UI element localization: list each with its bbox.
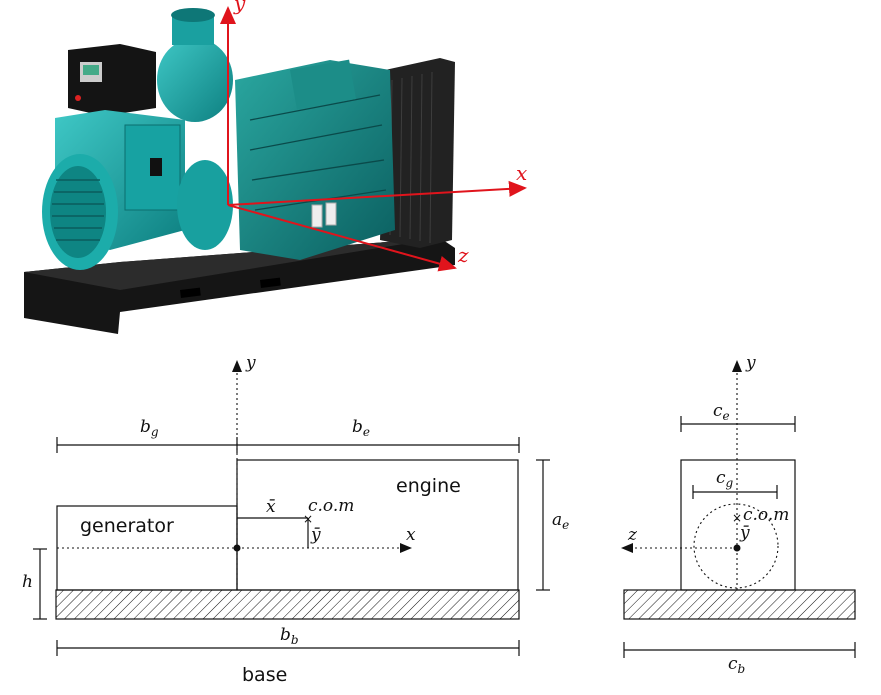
photo-y-label: y <box>233 0 246 15</box>
photo-radiator <box>380 58 455 248</box>
end-y-label: y <box>745 353 756 373</box>
end-base-hatch <box>623 589 856 620</box>
photo-air-filter <box>157 38 233 122</box>
side-base-hatch <box>55 589 520 620</box>
photo-z-label: z <box>457 243 469 267</box>
photo-z-axis <box>227 204 457 272</box>
side-x-label: x <box>406 525 416 545</box>
end-origin-dot <box>733 544 741 552</box>
side-ybar-label: ȳ <box>310 525 321 545</box>
photo-engine <box>235 60 395 260</box>
base-label: base <box>242 664 287 686</box>
engine-label: engine <box>396 475 461 497</box>
end-com-marker: × <box>732 511 742 525</box>
generator-label: generator <box>80 515 174 537</box>
end-ybar-label: ȳ <box>739 523 750 543</box>
engine-box <box>236 459 519 591</box>
photo-x-label: x <box>516 161 527 185</box>
side-com-marker: × <box>303 512 313 526</box>
end-com-label: c.o.m <box>743 505 789 525</box>
side-com-label: c.o.m <box>308 496 354 516</box>
side-origin-dot <box>233 544 241 552</box>
dim-ce-label: ce <box>713 401 730 423</box>
side-xbar-label: x̄ <box>266 497 276 517</box>
dim-ae-label: ae <box>552 510 569 532</box>
end-view: y ce cg z × c.o.m ȳ cb <box>621 353 856 676</box>
end-generator-circle <box>693 503 779 589</box>
side-view: y bg be engine generator x × c.o.m x̄ ȳ … <box>22 353 569 686</box>
dim-be-label: be <box>352 417 370 439</box>
side-y-label: y <box>245 353 256 373</box>
end-engine-box <box>680 459 796 591</box>
generator-photo: y x z <box>24 0 527 334</box>
dim-cg-label: cg <box>716 468 734 490</box>
end-z-label: z <box>627 525 638 545</box>
dim-cb-label: cb <box>728 654 745 676</box>
dim-bg-label: bg <box>140 417 159 439</box>
photo-x-axis <box>227 180 527 206</box>
dim-h-label: h <box>22 572 33 592</box>
dim-bb-label: bb <box>280 625 299 647</box>
